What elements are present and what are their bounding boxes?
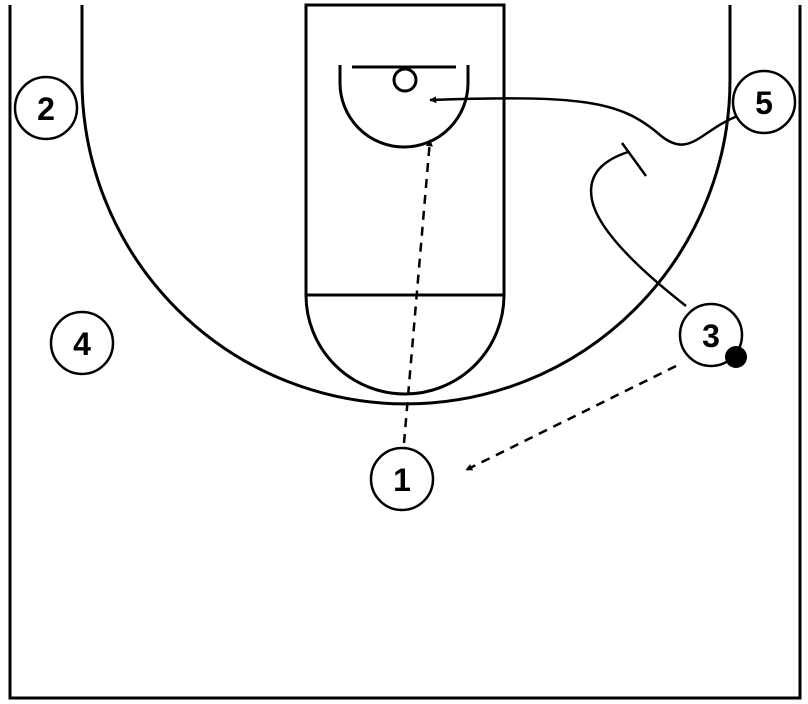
player-5: 5 <box>731 69 797 135</box>
cut-path-player-1 <box>402 139 433 444</box>
screen-mark <box>620 142 648 177</box>
player-2: 2 <box>13 75 79 141</box>
player-5-marker <box>731 69 797 135</box>
player-3: 3 <box>678 302 747 368</box>
rim <box>392 67 418 93</box>
three-point-line <box>80 5 732 406</box>
pass-path-3-to-1 <box>465 364 677 472</box>
player-5-label: 5 <box>755 85 773 121</box>
lane <box>304 3 506 297</box>
player-4-label: 4 <box>73 326 91 362</box>
cut-path-player-5 <box>429 96 741 146</box>
court-boundary <box>8 5 802 700</box>
player-1: 1 <box>369 446 435 512</box>
player-1-marker <box>369 446 435 512</box>
player-2-label: 2 <box>37 91 55 127</box>
free-throw-circle <box>304 294 506 396</box>
player-actions <box>402 96 741 472</box>
screen-path-player-3 <box>589 150 687 307</box>
player-1-label: 1 <box>393 462 411 498</box>
player-3-marker <box>678 302 744 368</box>
player-2-marker <box>13 75 79 141</box>
player-4: 4 <box>49 310 115 376</box>
ball-icon <box>725 346 747 368</box>
restricted-area-arc <box>338 65 470 149</box>
player-4-marker <box>49 310 115 376</box>
court-lines <box>8 3 802 700</box>
player-3-label: 3 <box>702 318 720 354</box>
